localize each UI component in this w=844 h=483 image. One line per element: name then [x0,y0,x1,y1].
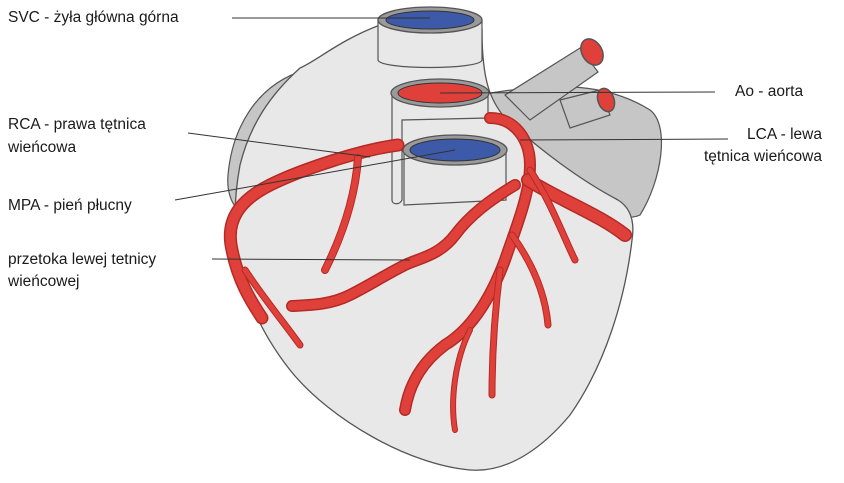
fistula-label-line2: wieńcowej [8,273,80,290]
aorta-tube [391,92,489,205]
pulmonary-vein-upper [504,47,599,121]
leader-fistula [211,258,411,261]
lca-label-line2: tętnica wieńcowa [703,148,822,165]
fistula-label-line1: przetoka lewej tetnicy [8,251,157,268]
leader-ao [439,91,716,94]
leader-lca [519,138,729,141]
leader-lines [174,17,729,261]
fistula-artery [286,179,521,312]
svc-lumen [385,10,475,30]
ao-label: Ao - aorta [735,83,804,100]
pulmonary-vein-lower-lumen [596,87,616,113]
lca-label-line1: LCA - lewa [747,126,822,143]
rca-label-line2: wieńcowa [8,139,77,156]
lca-artery [399,112,632,433]
mpa-label: MPA - pień płucny [8,197,132,214]
svc-label: SVC - żyła główna górna [8,9,179,26]
pulmonary-vein-upper-lumen [580,38,604,66]
leader-mpa [174,149,456,201]
rca-label-line1: RCA - prawa tętnica [8,116,146,133]
leader-rca [187,132,371,158]
rca-artery [223,138,405,349]
